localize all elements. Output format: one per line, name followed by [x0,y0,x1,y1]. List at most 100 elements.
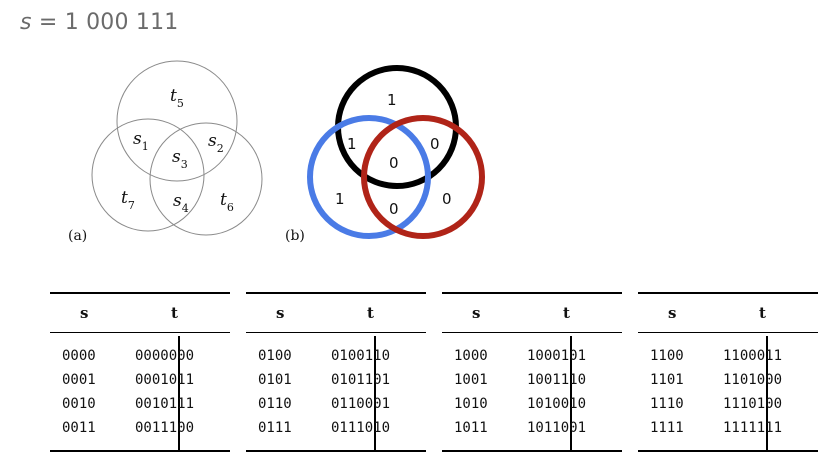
table-bottom-rule [638,450,818,452]
s-cell: 1010 [454,396,488,412]
header-s: s [80,304,89,322]
s-cell: 0001 [62,372,96,388]
formula-equals: = [31,10,65,35]
t-cell: 0000000 [135,348,195,364]
venn-a-region-t5: t5 [170,86,184,110]
header-t: t [759,304,766,322]
venn-b-bit-t6: 0 [442,190,452,208]
parity-divider [766,336,768,450]
s-cell: 1000 [454,348,488,364]
venn-a-panel-label: (a) [68,228,87,244]
table-header-rule [442,332,622,333]
s-cell: 1110 [650,396,684,412]
table-row: 1110 1110100 [650,392,818,416]
s-cell: 1111 [650,420,684,436]
table-row: 1100 1100011 [650,344,818,368]
venn-a-top-circle [116,60,238,182]
table-top-rule [638,292,818,294]
venn-b-bit-s2: 0 [430,135,440,153]
table-body: 1100 1100011 1101 1101000 1110 1110100 1111… [650,344,818,440]
table-top-rule [442,292,622,294]
table-bottom-rule [246,450,426,452]
table-row: 0110 0110001 [258,392,426,416]
header-s: s [276,304,285,322]
table-row: 1000 1000101 [454,344,622,368]
table-top-rule [50,292,230,294]
header-s: s [472,304,481,322]
header-t: t [171,304,178,322]
t-cell: 1001110 [527,372,587,388]
t-cell: 1010010 [527,396,587,412]
venn-b-bit-t7: 1 [335,190,345,208]
table-row: 0010 0010111 [62,392,230,416]
table-row: 1001 1001110 [454,368,622,392]
venn-a-right-circle [149,122,263,236]
s-cell: 0000 [62,348,96,364]
t-cell: 0010111 [135,396,195,412]
t-cell: 1100011 [723,348,783,364]
venn-a-region-t7: t7 [121,188,135,212]
header-s: s [668,304,677,322]
table-bottom-rule [50,450,230,452]
t-cell: 0011100 [135,420,195,436]
venn-b-panel-label: (b) [285,228,305,244]
s-cell: 1011 [454,420,488,436]
t-cell: 0100110 [331,348,391,364]
table-row: 0001 0001011 [62,368,230,392]
formula-value: 1 000 111 [64,10,179,35]
s-cell: 0010 [62,396,96,412]
t-cell: 1111111 [723,420,783,436]
t-cell: 1011001 [527,420,587,436]
s-cell: 0100 [258,348,292,364]
venn-a-region-t6: t6 [220,190,234,214]
table-row: 1010 1010010 [454,392,622,416]
table-row: 1011 1011001 [454,416,622,440]
venn-a-region-s2: s2 [208,131,224,155]
table-bottom-rule [442,450,622,452]
t-cell: 1101000 [723,372,783,388]
table-header-rule [246,332,426,333]
table-row: 0100 0100110 [258,344,426,368]
venn-b-bit-t5: 1 [387,91,397,109]
t-cell: 0111010 [331,420,391,436]
s-cell: 0101 [258,372,292,388]
parity-divider [178,336,180,450]
t-cell: 0110001 [331,396,391,412]
source-word-formula: s = 1 000 111 [20,10,178,35]
venn-a-region-s4: s4 [173,191,189,215]
parity-divider [570,336,572,450]
table-header-rule [638,332,818,333]
s-cell: 1100 [650,348,684,364]
s-cell: 1101 [650,372,684,388]
table-row: 1101 1101000 [650,368,818,392]
table-row: 0011 0011100 [62,416,230,440]
table-top-rule [246,292,426,294]
venn-a-region-s1: s1 [133,129,149,153]
venn-b-left-circle [307,115,431,239]
venn-a-left-circle [91,118,205,232]
s-cell: 0110 [258,396,292,412]
t-cell: 0001011 [135,372,195,388]
venn-diagram-b: 1 1 0 0 1 0 0 (b) [285,65,485,244]
t-cell: 0101101 [331,372,391,388]
table-header-rule [50,332,230,333]
venn-b-bit-s4: 0 [389,200,399,218]
venn-b-right-circle [361,115,485,239]
t-cell: 1110100 [723,396,783,412]
venn-b-bit-s1: 1 [347,135,357,153]
table-row: 0101 0101101 [258,368,426,392]
t-cell: 1000101 [527,348,587,364]
s-cell: 0111 [258,420,292,436]
parity-divider [374,336,376,450]
venn-a-region-s3: s3 [172,147,188,171]
table-row: 0111 0111010 [258,416,426,440]
header-t: t [563,304,570,322]
venn-diagram-a: t5 s1 s2 s3 t7 s4 t6 (a) [68,60,263,244]
header-t: t [367,304,374,322]
s-cell: 0011 [62,420,96,436]
s-cell: 1001 [454,372,488,388]
